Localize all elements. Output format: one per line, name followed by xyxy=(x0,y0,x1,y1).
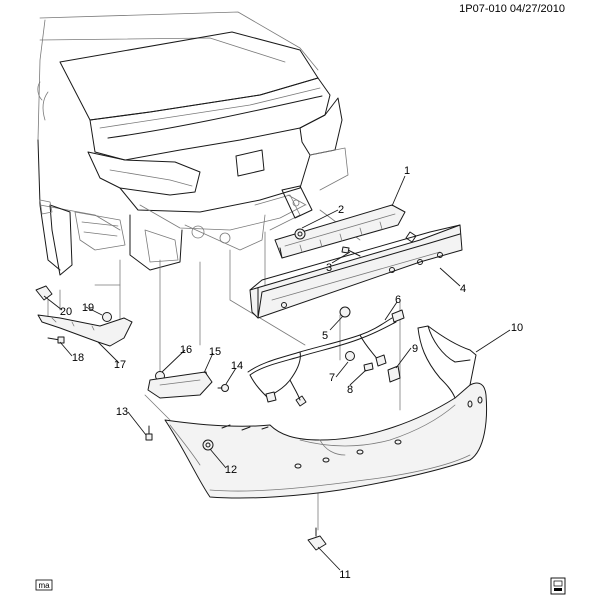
part-18-bolt xyxy=(47,336,65,344)
diagram-reference: 1P07-010 04/27/2010 xyxy=(459,3,565,15)
part-14-sensor xyxy=(217,384,229,392)
callout-11: 11 xyxy=(339,569,350,581)
callout-17: 17 xyxy=(114,359,126,371)
callout-2: 2 xyxy=(338,204,344,216)
callout-9: 9 xyxy=(412,343,418,355)
logo-left-text: ma xyxy=(38,581,50,590)
part-17-bracket xyxy=(37,314,133,347)
part-12-grommet xyxy=(202,439,214,451)
footer-logo-left: ma xyxy=(35,579,53,591)
part-2-nut xyxy=(294,228,306,240)
vehicle-body-outline xyxy=(37,11,349,276)
part-9-bracket xyxy=(387,365,401,383)
callout-12: 12 xyxy=(225,464,237,476)
part-6-wiring-harness xyxy=(247,309,405,407)
part-7-grommet xyxy=(345,351,355,361)
callout-5: 5 xyxy=(322,330,328,342)
callout-7: 7 xyxy=(329,372,335,384)
part-13-push-pin xyxy=(145,425,153,441)
callout-1: 1 xyxy=(404,165,410,177)
callout-13: 13 xyxy=(116,406,128,418)
part-5-nut xyxy=(339,306,351,318)
part-20-retainer xyxy=(35,285,53,301)
callout-6: 6 xyxy=(395,294,401,306)
callout-14: 14 xyxy=(231,360,243,372)
part-1-energy-absorber xyxy=(274,204,406,259)
callout-19: 19 xyxy=(82,302,94,314)
callout-8: 8 xyxy=(347,384,353,396)
part-11-clip xyxy=(307,527,327,551)
callout-20: 20 xyxy=(60,306,72,318)
callout-4: 4 xyxy=(460,283,466,295)
callout-16: 16 xyxy=(180,344,192,356)
callout-10: 10 xyxy=(511,322,523,334)
side-bracket xyxy=(147,371,213,399)
callout-3: 3 xyxy=(326,262,332,274)
callout-15: 15 xyxy=(209,346,221,358)
part-19-nut xyxy=(102,312,112,322)
leader-lines xyxy=(43,175,511,571)
callout-labels: 1 2 3 4 5 6 7 8 9 10 11 12 13 14 15 16 1… xyxy=(60,165,523,581)
callout-18: 18 xyxy=(72,352,84,364)
part-8-clip xyxy=(363,362,374,372)
part-4-impact-bar xyxy=(249,224,463,319)
footer-logo-right xyxy=(550,577,566,595)
part-10-bumper-fascia xyxy=(164,325,488,499)
